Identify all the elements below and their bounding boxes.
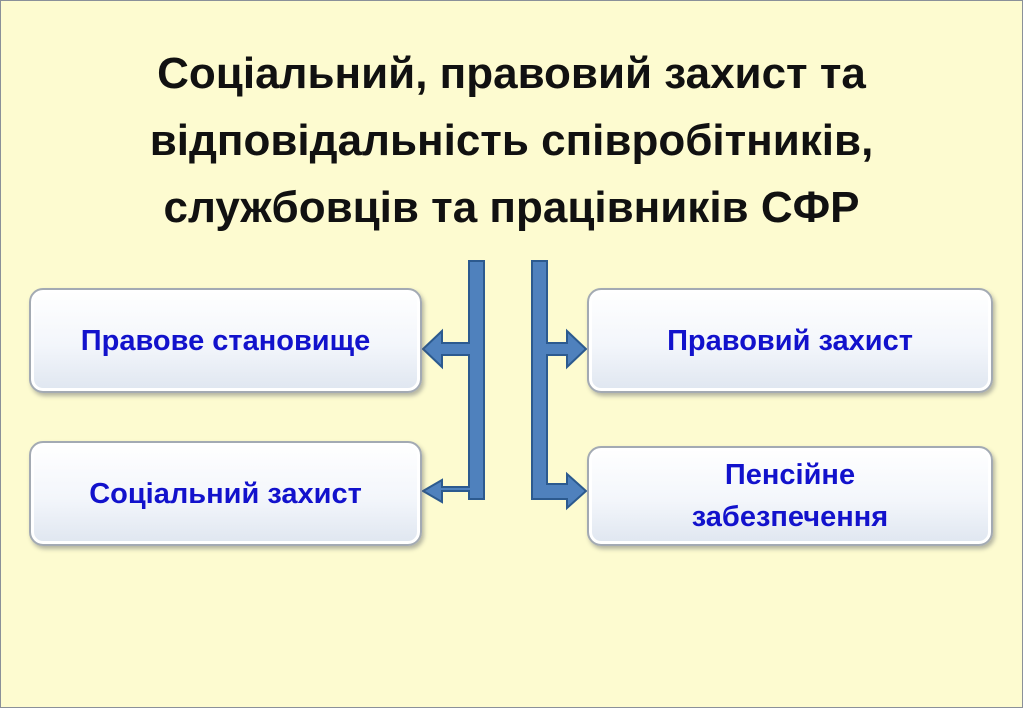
left-branch-arrow-icon — [421, 260, 485, 504]
box-label: Пенсійне — [724, 459, 856, 491]
box-label: Правовий захист — [667, 324, 913, 357]
box-label: забезпечення — [691, 501, 889, 533]
title-line: відповідальність співробітників, — [149, 116, 874, 165]
slide-title: Соціальний, правовий захист та відповіда… — [40, 40, 983, 241]
title-line: Соціальний, правовий захист та — [157, 49, 866, 98]
box-label: Соціальний захист — [89, 477, 362, 510]
box-legal-status: Правове становище — [29, 288, 422, 393]
right-branch-arrow-icon — [531, 260, 588, 511]
box-social-protection: Соціальний захист — [29, 441, 422, 546]
box-legal-protection: Правовий захист — [587, 288, 993, 393]
box-pension-provision: Пенсійне забезпечення — [587, 446, 993, 546]
box-label: Правове становище — [80, 324, 371, 357]
title-line: службовців та працівників СФР — [163, 183, 860, 232]
